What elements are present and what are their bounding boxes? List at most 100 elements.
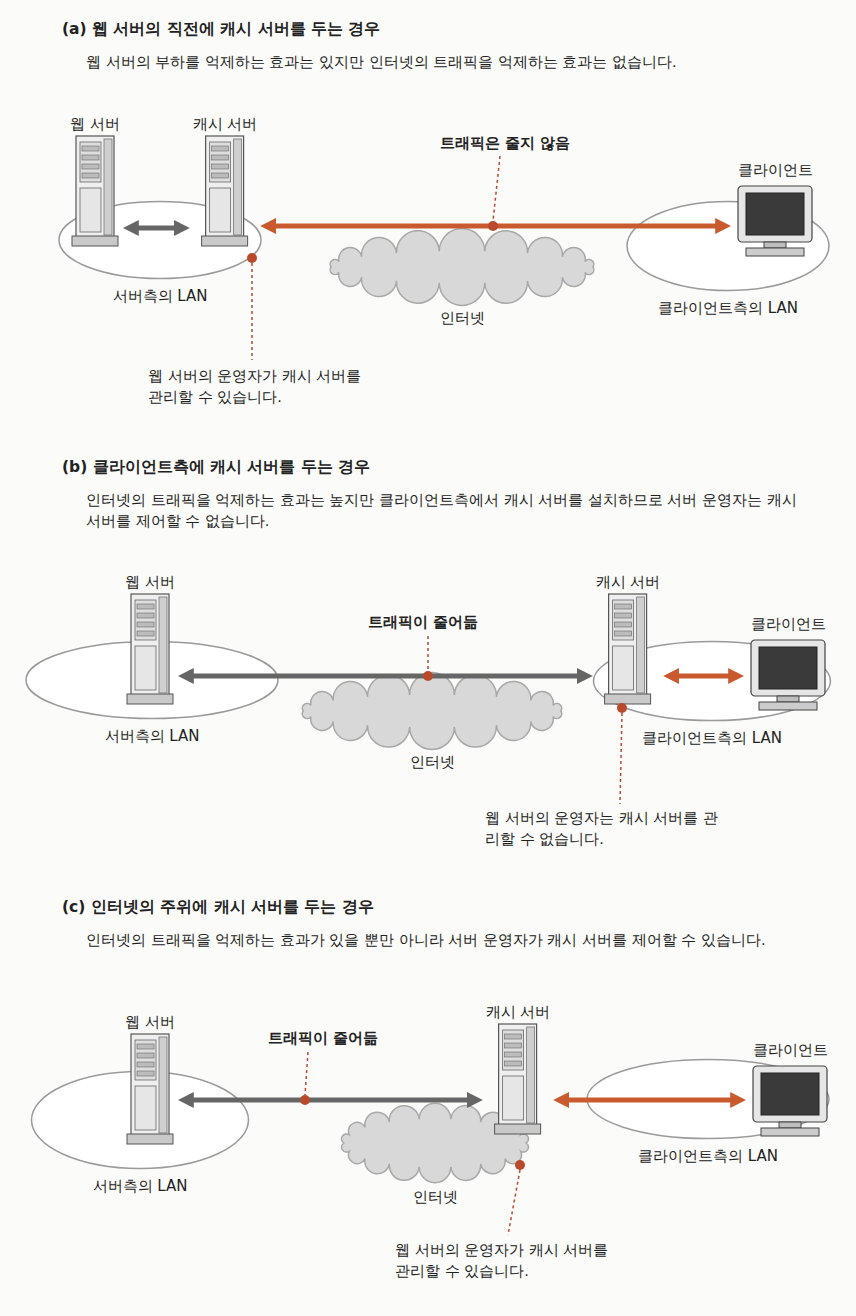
server-body: [499, 1024, 537, 1126]
server-slot: [212, 155, 229, 160]
server-side: [234, 139, 242, 235]
cloud-outline: [302, 673, 561, 750]
region-label: 클라이언트측의 LAN: [642, 728, 782, 748]
device-label: 클라이언트: [751, 614, 826, 634]
device-label: 클라이언트: [738, 160, 813, 180]
cloud-node: 인터넷: [312, 232, 612, 328]
server-slot: [212, 164, 229, 169]
heading-text: 트래픽이 줄어듦: [268, 1028, 378, 1049]
client-monitor-icon: [734, 186, 816, 258]
client-node: 클라이언트: [747, 614, 829, 712]
label-box: 인터넷의 트래픽을 억제하는 효과는 높지만 클라이언트측에서 캐시 서버를 설…: [86, 490, 806, 532]
server-panel: [210, 142, 231, 182]
server-slot: [137, 604, 154, 609]
cloud-node: 인터넷: [285, 676, 580, 772]
server-body: [131, 1034, 169, 1136]
server-panel: [503, 1030, 524, 1070]
region-label: 인터넷: [410, 752, 455, 772]
client-node: 클라이언트: [734, 160, 816, 258]
lan-outline: [32, 1072, 249, 1169]
server-door: [503, 1076, 524, 1120]
server-slot: [137, 1053, 154, 1058]
server-door: [613, 646, 634, 690]
label-box: (c) 인터넷의 주위에 캐시 서버를 두는 경우: [62, 896, 374, 918]
leader-lines: [252, 156, 622, 1235]
server-base: [72, 236, 118, 246]
server-side: [637, 597, 645, 693]
heading-text: (a) 웹 서버의 직전에 캐시 서버를 두는 경우: [62, 18, 380, 40]
server-body: [76, 136, 114, 238]
device-label: 웹 서버: [70, 114, 120, 134]
monitor-base: [761, 1128, 819, 1136]
server-panel: [135, 1040, 156, 1080]
server-body: [131, 594, 169, 696]
monitor-stand: [764, 242, 786, 248]
label-box: 트래픽이 줄어듦: [268, 1028, 378, 1049]
callout-dot: [300, 1095, 310, 1105]
server-panel: [80, 142, 101, 182]
server-door: [135, 1086, 156, 1130]
leader-line: [493, 156, 500, 221]
server-slot: [505, 1034, 522, 1039]
server-base: [127, 1134, 173, 1144]
server-slot: [615, 613, 632, 618]
server-slot: [137, 631, 154, 636]
server-slot: [137, 613, 154, 618]
region-label: 서버측의 LAN: [93, 1176, 188, 1196]
server-slot: [137, 622, 154, 627]
cloud-outline: [330, 229, 594, 306]
monitor-frame: [751, 640, 825, 696]
monitor-screen: [759, 647, 817, 689]
server-icon: [70, 136, 120, 248]
server-base: [127, 694, 173, 704]
server-icon: [125, 1034, 175, 1146]
lan-outline: [59, 202, 261, 279]
region-label: 클라이언트측의 LAN: [658, 298, 798, 318]
note-text: 웹 서버의 운영자는 캐시 서버를 관리할 수 없습니다.: [485, 808, 725, 850]
server-side: [527, 1027, 535, 1123]
leader-line: [620, 713, 622, 804]
server-slot: [82, 173, 99, 178]
leader-line: [427, 636, 429, 671]
callout-dots: [247, 221, 627, 1170]
server-side: [104, 139, 112, 235]
server-base: [495, 1124, 541, 1134]
device-label: 웹 서버: [125, 1012, 175, 1032]
server-slot: [615, 631, 632, 636]
lan-outline: [26, 642, 278, 719]
region-label: 서버측의 LAN: [113, 286, 208, 306]
heading-text: 트래픽이 줄어듦: [368, 612, 478, 633]
note-text: 웹 서버의 운영자가 캐시 서버를 관리할 수 있습니다.: [148, 366, 378, 408]
client-node: 클라이언트: [749, 1040, 831, 1138]
device-label: 캐시 서버: [486, 1002, 551, 1022]
monitor-base: [746, 248, 804, 256]
leader-line: [508, 1170, 520, 1235]
device-label: 웹 서버: [125, 572, 175, 592]
server-panel: [135, 600, 156, 640]
server-door: [80, 188, 101, 232]
server-slot: [615, 622, 632, 627]
leader-line: [305, 1052, 308, 1095]
server-icon: [493, 1024, 543, 1136]
server-slot: [137, 1062, 154, 1067]
region-label: 서버측의 LAN: [105, 726, 200, 746]
server-slot: [615, 604, 632, 609]
server-icon: [200, 136, 250, 248]
label-box: 인터넷의 트래픽을 억제하는 효과가 있을 뿐만 아니라 서버 운영자가 캐시 …: [86, 930, 806, 951]
label-box: 웹 서버의 운영자가 캐시 서버를 관리할 수 있습니다.: [395, 1240, 625, 1282]
label-box: 웹 서버의 운영자는 캐시 서버를 관리할 수 없습니다.: [485, 808, 725, 850]
server-slot: [137, 1044, 154, 1049]
server-slot: [137, 1071, 154, 1076]
device-label: 캐시 서버: [193, 114, 258, 134]
server-slot: [82, 146, 99, 151]
server-slot: [505, 1052, 522, 1057]
monitor-stand: [779, 1122, 801, 1128]
note-text: 인터넷의 트래픽을 억제하는 효과는 높지만 클라이언트측에서 캐시 서버를 설…: [86, 490, 806, 532]
heading-text: (b) 클라이언트측에 캐시 서버를 두는 경우: [62, 456, 370, 478]
leader-line: [251, 263, 253, 360]
label-box: 웹 서버의 부하를 억제하는 효과는 있지만 인터넷의 트래픽을 억제하는 효과…: [86, 52, 826, 73]
label-box: 트래픽은 줄지 않음: [440, 133, 570, 154]
cloud-outline: [342, 1103, 529, 1182]
client-monitor-icon: [749, 1066, 831, 1138]
server-slot: [82, 164, 99, 169]
